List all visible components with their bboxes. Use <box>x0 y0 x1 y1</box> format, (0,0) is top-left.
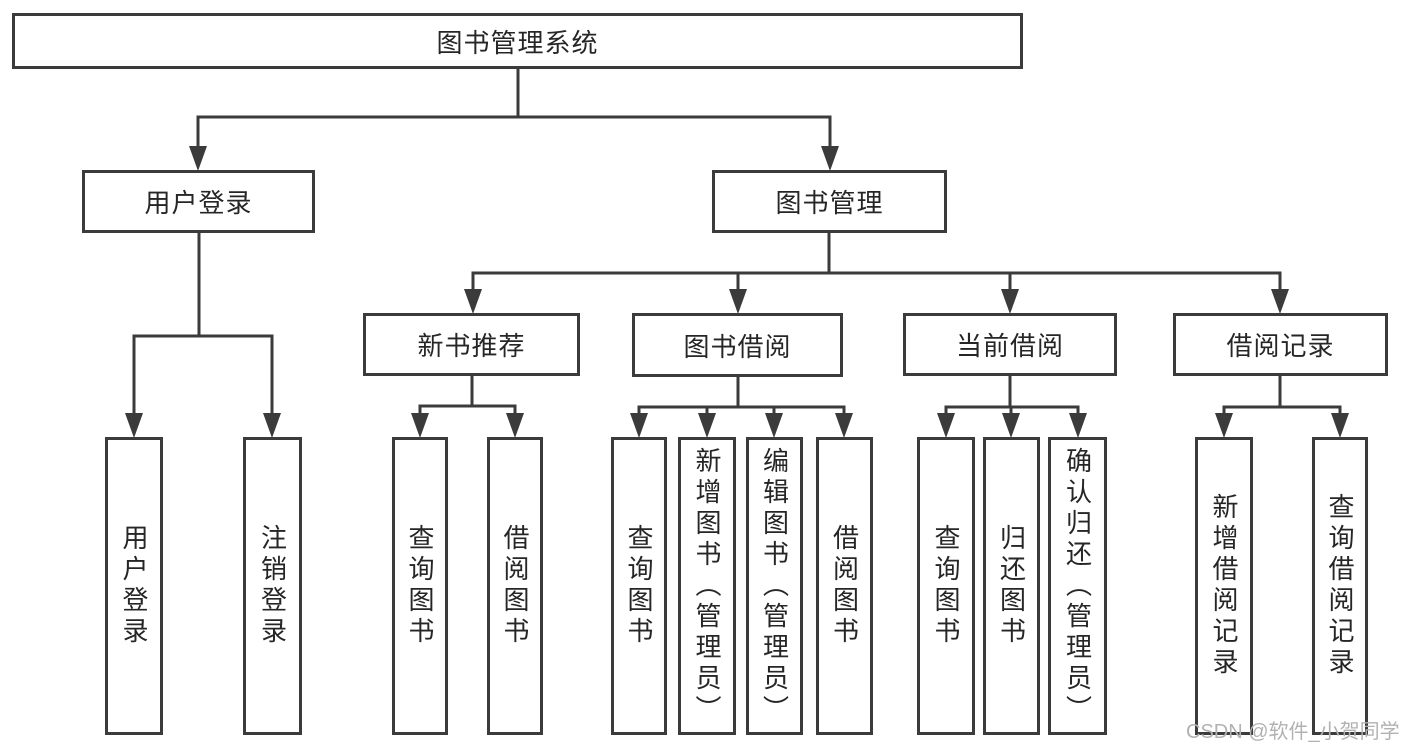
connector-bookborrow-to-leaves <box>637 375 846 416</box>
node-label: 查询图书 <box>931 524 961 648</box>
arrow-down-icon <box>1331 413 1349 438</box>
node-label: 新增图书（管理员） <box>692 446 722 726</box>
node-leaf-query-books: 查询图书 <box>611 437 667 735</box>
node-label: 新书推荐 <box>417 331 526 361</box>
node-label: 借阅记录 <box>1226 331 1335 361</box>
node-label: 借阅图书 <box>500 524 530 648</box>
arrow-down-icon <box>411 413 429 438</box>
node-label: 查询借阅记录 <box>1325 493 1355 679</box>
node-label: 当前借阅 <box>955 331 1064 361</box>
node-book-management: 图书管理 <box>712 170 947 233</box>
arrow-down-icon <box>765 413 783 438</box>
node-label: 图书管理 <box>775 188 884 218</box>
arrow-down-icon <box>835 413 853 438</box>
connector-borrowrecords-to-leaves <box>1222 374 1342 416</box>
connector-root-to-level2 <box>196 67 832 150</box>
connector-currentborrow-to-leaves <box>944 374 1080 416</box>
node-book-borrowing: 图书借阅 <box>632 313 843 377</box>
node-label: 新增借阅记录 <box>1209 493 1239 679</box>
arrow-down-icon <box>1215 413 1233 438</box>
arrow-down-icon <box>506 413 524 438</box>
arrow-down-icon <box>698 413 716 438</box>
node-leaf-add-borrow-record: 新增借阅记录 <box>1195 437 1253 735</box>
connector-bookmgmt-to-level3 <box>471 231 1282 293</box>
arrow-down-icon <box>821 146 839 171</box>
arrow-down-icon <box>1271 289 1289 314</box>
node-label: 查询图书 <box>405 524 435 648</box>
node-leaf-confirm-return-admin: 确认归还（管理员） <box>1048 437 1107 735</box>
node-leaf-edit-books-admin: 编辑图书（管理员） <box>746 437 803 735</box>
node-label: 用户登录 <box>144 188 253 218</box>
node-label: 查询图书 <box>624 524 654 648</box>
node-label: 编辑图书（管理员） <box>759 446 790 726</box>
node-library-management-system: 图书管理系统 <box>12 13 1023 69</box>
arrow-down-icon <box>189 146 207 171</box>
node-user-login: 用户登录 <box>82 170 315 233</box>
node-label: 注销登录 <box>257 524 288 648</box>
connector-newbookrec-to-leaves <box>418 374 517 416</box>
node-new-book-recommendation: 新书推荐 <box>363 313 580 376</box>
node-leaf-user-login: 用户登录 <box>105 437 163 735</box>
node-label: 借阅图书 <box>829 524 860 648</box>
arrow-down-icon <box>630 413 648 438</box>
connector-userlogin-to-leaves <box>132 231 274 416</box>
node-leaf-borrow-books: 借阅图书 <box>816 437 873 735</box>
node-leaf-query-borrow-record: 查询借阅记录 <box>1312 437 1368 735</box>
arrow-down-icon <box>125 413 143 438</box>
node-label: 归还图书 <box>996 524 1027 648</box>
arrow-down-icon <box>729 289 747 314</box>
node-leaf-logout: 注销登录 <box>243 437 302 735</box>
arrow-down-icon <box>464 289 482 314</box>
node-leaf-add-books-admin: 新增图书（管理员） <box>678 437 736 735</box>
node-leaf-return-books: 归还图书 <box>983 437 1040 735</box>
node-leaf-query-books: 查询图书 <box>392 437 448 735</box>
node-label: 确认归还（管理员） <box>1062 446 1093 726</box>
node-leaf-query-books: 查询图书 <box>917 437 975 735</box>
arrow-down-icon <box>1001 289 1019 314</box>
arrow-down-icon <box>1069 413 1087 438</box>
csdn-watermark: CSDN @软件_小贺同学 <box>1186 721 1400 743</box>
node-leaf-borrow-books: 借阅图书 <box>487 437 543 735</box>
arrow-down-icon <box>263 413 281 438</box>
node-label: 图书管理系统 <box>436 27 599 58</box>
node-label: 图书借阅 <box>683 331 792 362</box>
node-label: 用户登录 <box>119 524 149 648</box>
node-borrow-records: 借阅记录 <box>1173 313 1388 376</box>
node-current-borrowing: 当前借阅 <box>903 313 1117 376</box>
arrow-down-icon <box>1002 413 1020 438</box>
arrow-down-icon <box>937 413 955 438</box>
